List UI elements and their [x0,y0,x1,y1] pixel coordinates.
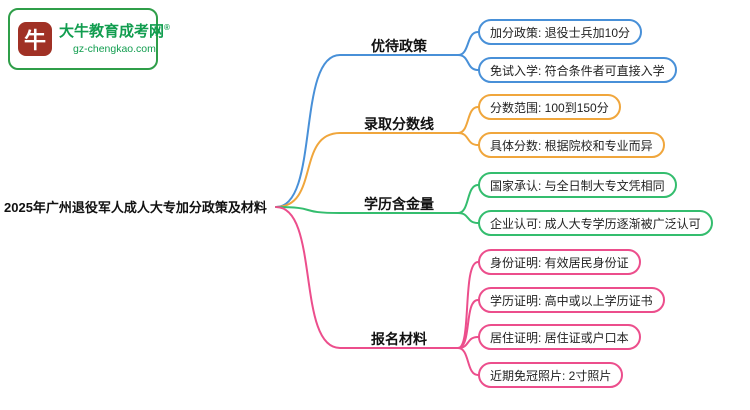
logo-url: gz-chengkao.com [73,42,156,55]
leaf-node: 具体分数: 根据院校和专业而异 [478,132,665,158]
bull-logo-icon: 牛 [18,22,52,56]
leaf-node: 国家承认: 与全日制大专文凭相同 [478,172,677,198]
leaf-node: 身份证明: 有效居民身份证 [478,249,641,275]
mindmap-root-topic: 2025年广州退役军人成人大专加分政策及材料 [4,200,267,215]
branch-label-youdai: 优待政策 [371,38,427,54]
leaf-node: 免试入学: 符合条件者可直接入学 [478,57,677,83]
branch-4-connector [275,206,479,376]
logo-title-text: 大牛教育成考网 [59,23,165,41]
branch-label-baoming: 报名材料 [371,331,427,347]
logo-text: 大牛教育成考网® gz-chengkao.com [59,23,170,54]
leaf-node: 加分政策: 退役士兵加10分 [478,19,643,45]
leaf-node: 分数范围: 100到150分 [478,94,621,120]
leaf-node: 学历证明: 高中或以上学历证书 [478,287,665,313]
branch-label-luqu: 录取分数线 [364,116,434,132]
branch-label-xueli: 学历含金量 [364,196,434,212]
logo-reg-mark: ® [164,23,170,33]
leaf-node: 企业认可: 成人大专学历逐渐被广泛认可 [478,210,713,236]
site-logo: 牛 大牛教育成考网® gz-chengkao.com [8,8,170,70]
logo-title: 大牛教育成考网® [59,23,170,40]
leaf-node: 近期免冠照片: 2寸照片 [478,362,624,388]
leaf-node: 居住证明: 居住证或户口本 [478,324,641,350]
